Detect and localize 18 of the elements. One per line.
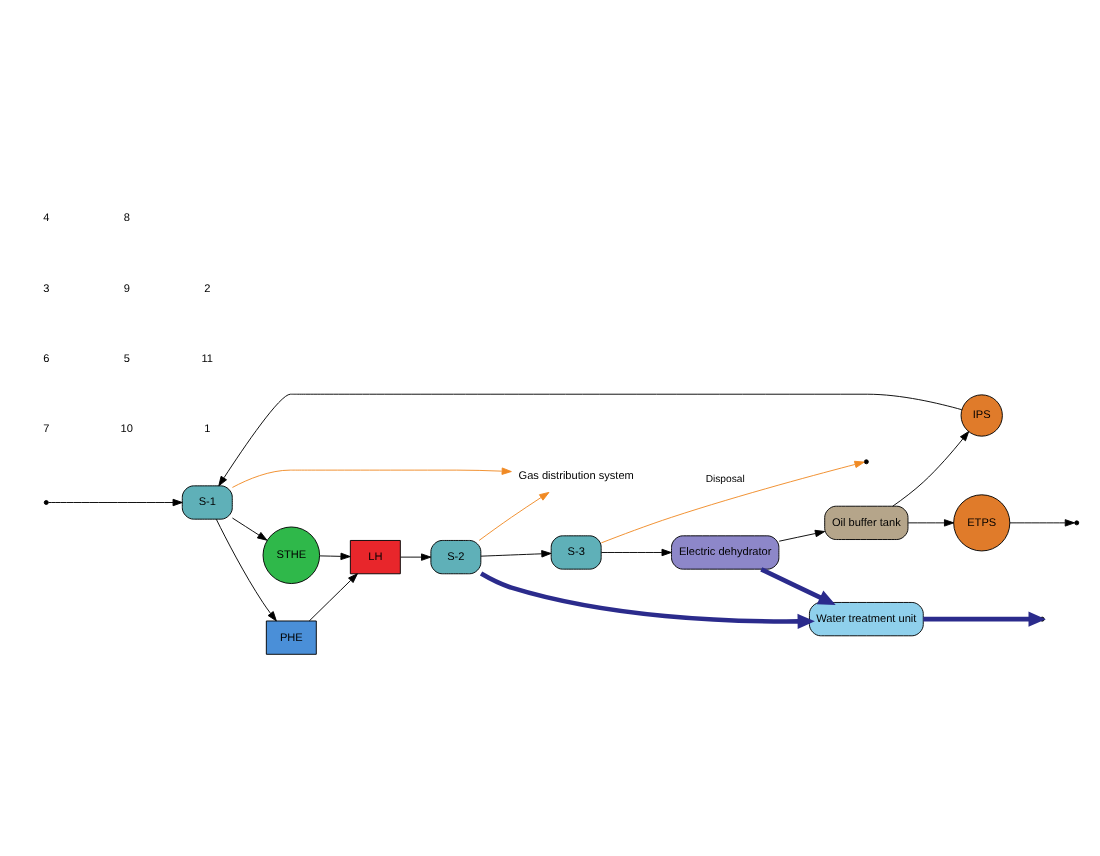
arrow — [218, 393, 963, 487]
arrow — [231, 467, 512, 488]
arrow — [479, 571, 815, 630]
arrow — [892, 431, 970, 507]
arrow — [1009, 519, 1075, 527]
arrow — [308, 573, 358, 622]
arrow — [319, 552, 351, 561]
arrow — [600, 548, 672, 557]
arrow — [48, 498, 183, 507]
arrow — [400, 553, 432, 561]
arrow — [215, 518, 277, 622]
arrow — [778, 529, 826, 542]
arrow — [907, 519, 955, 527]
arrow — [600, 460, 865, 544]
arrow — [231, 517, 268, 541]
arrow — [478, 491, 550, 541]
arrow — [760, 567, 836, 605]
arrow — [480, 550, 552, 558]
